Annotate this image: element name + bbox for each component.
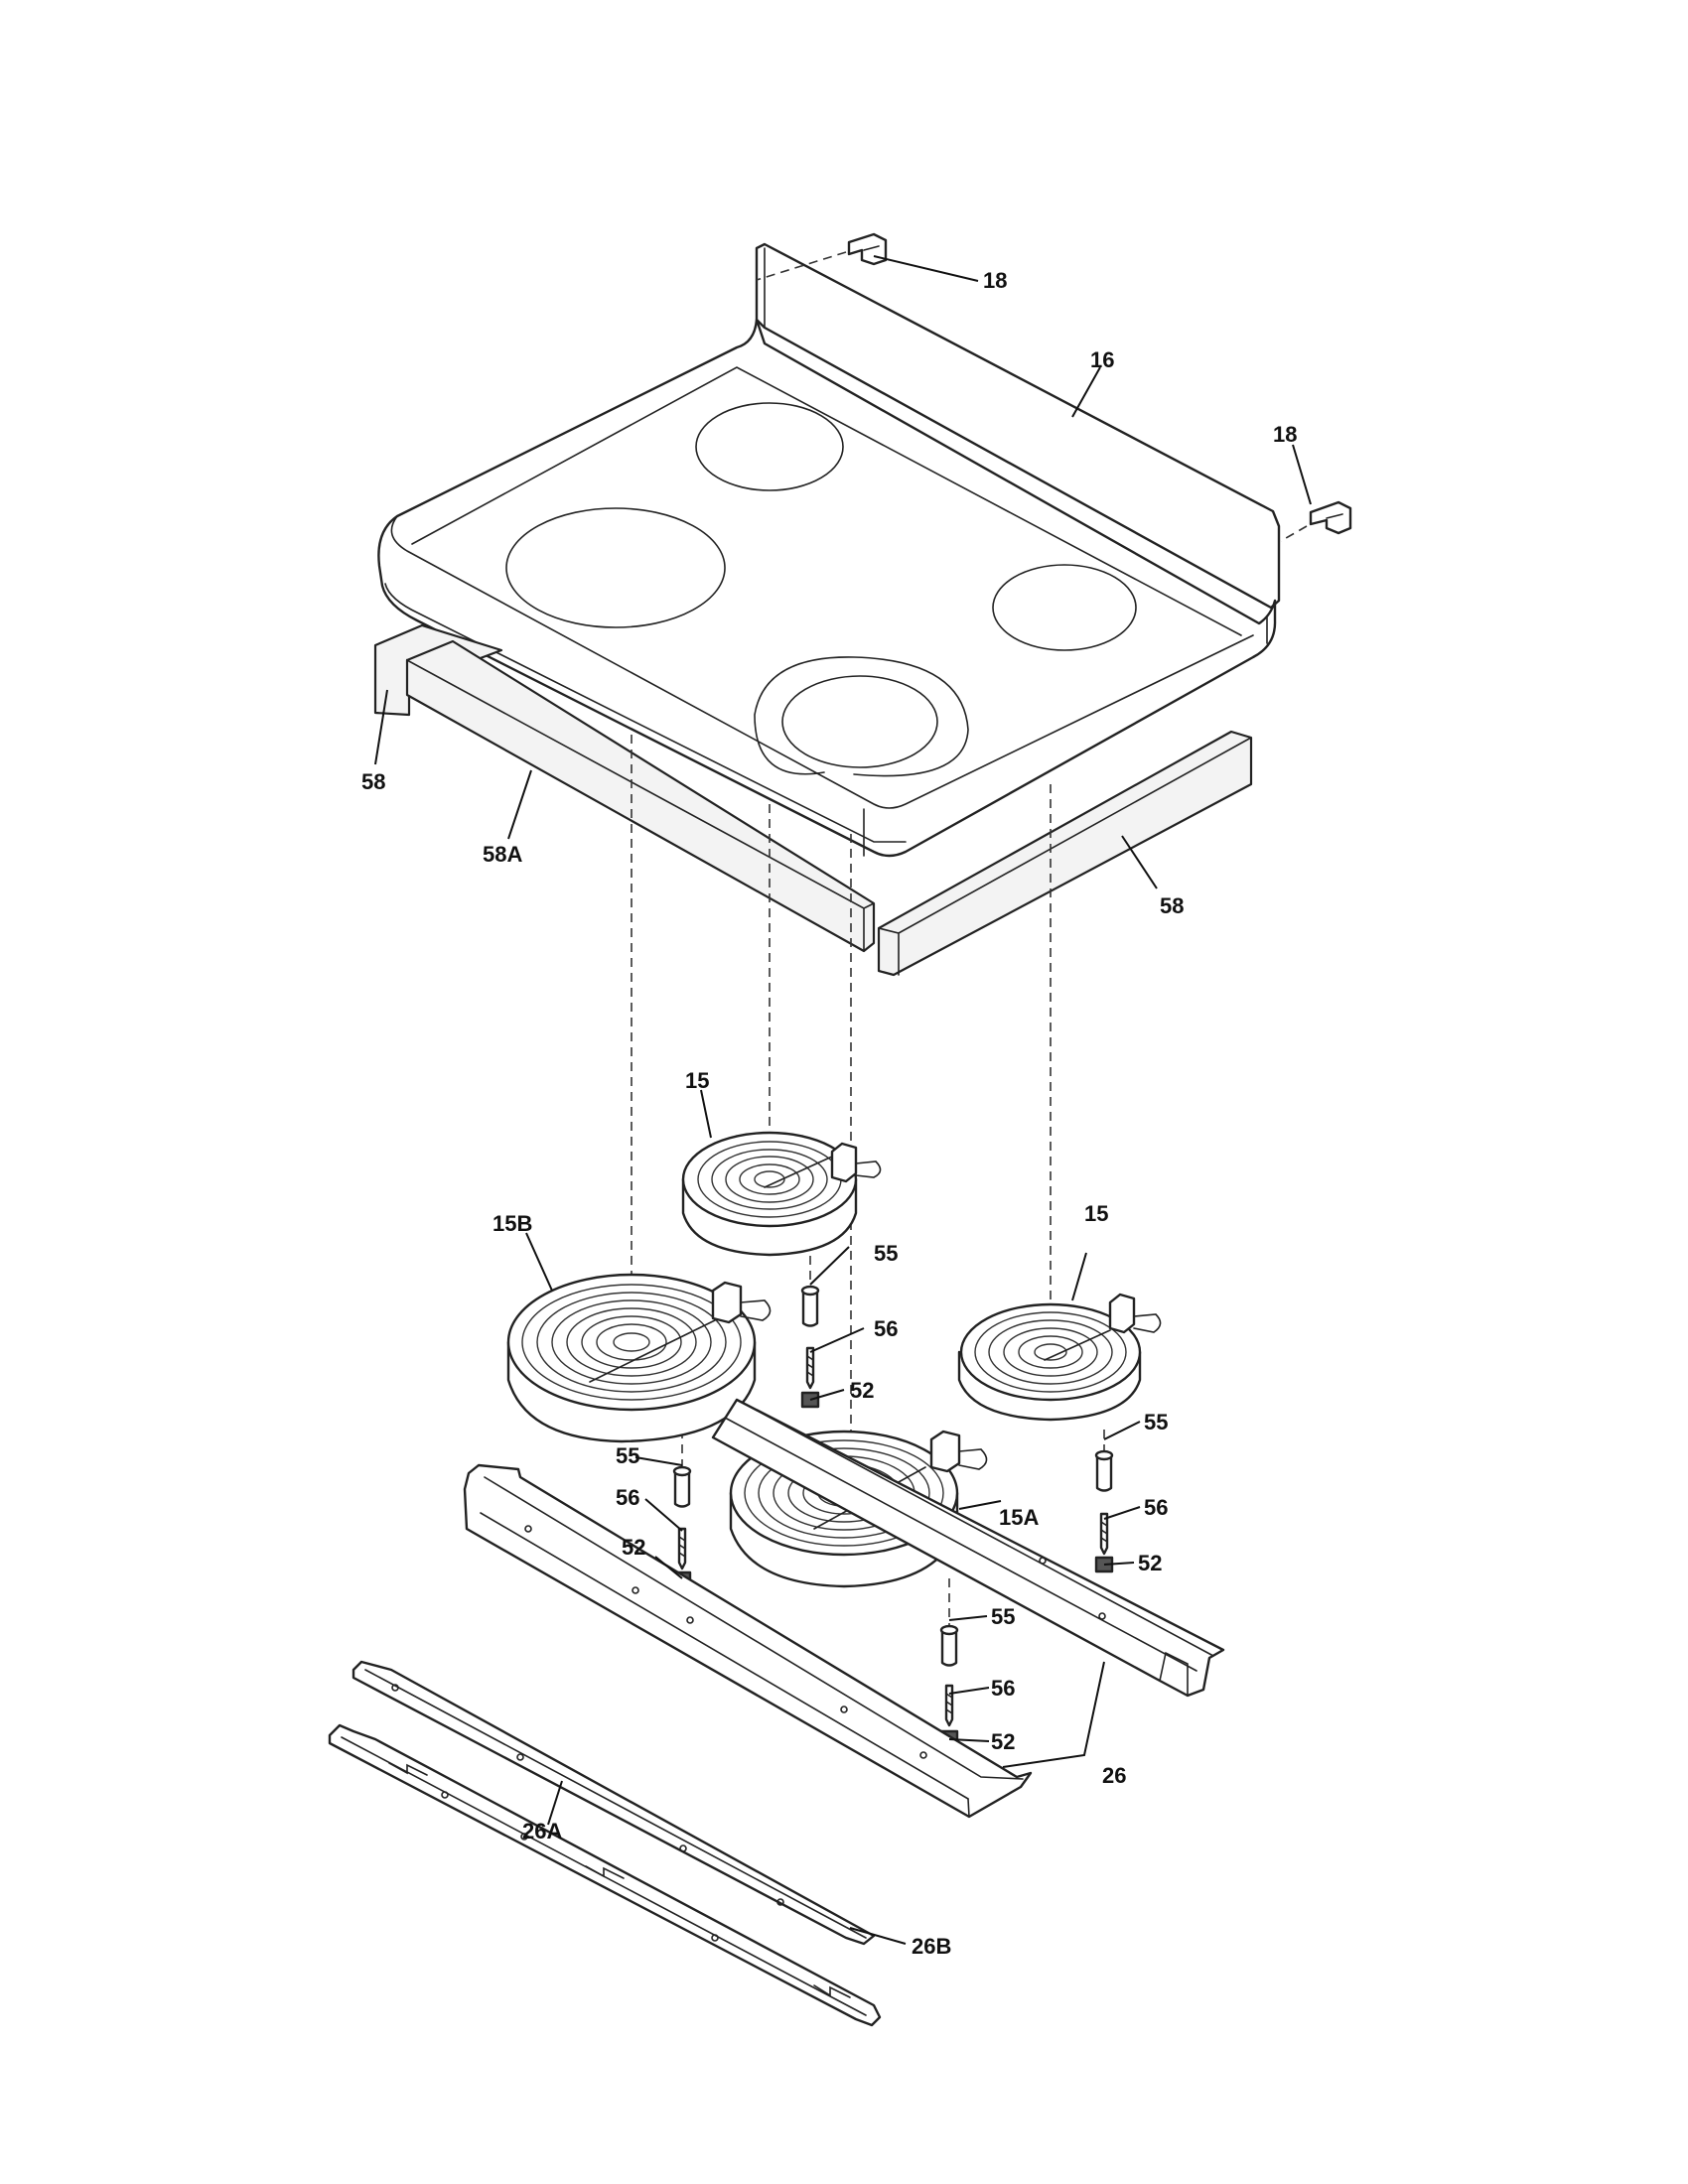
callout-55-b: 55: [616, 1443, 639, 1468]
callout-18-right: 18: [1273, 422, 1297, 447]
callout-56-b: 56: [616, 1485, 639, 1510]
callout-15B: 15B: [492, 1211, 532, 1236]
glass-burner-front-left: [505, 507, 726, 628]
hardware-set-a: [800, 1285, 820, 1409]
insulation-strips: [373, 623, 1253, 977]
callout-52-a: 52: [850, 1378, 874, 1403]
screw-56: [677, 1527, 687, 1570]
callout-55-d: 55: [991, 1604, 1015, 1629]
callout-labels: 18 16 18 58 58A 58 15 15B 55 56 52 15 55…: [361, 268, 1297, 1959]
callout-56-c: 56: [1144, 1495, 1168, 1520]
glass-burner-front-center-outer: [754, 656, 969, 777]
hardware-set-c: [1094, 1449, 1114, 1573]
screw-56: [805, 1346, 815, 1390]
cooktop-backguard: [755, 242, 1281, 610]
callout-55-a: 55: [874, 1241, 898, 1266]
callout-26A: 26A: [522, 1819, 562, 1843]
callout-26: 26: [1102, 1763, 1126, 1788]
callout-18-rear: 18: [983, 268, 1007, 293]
glass-burner-front-center-inner: [781, 675, 938, 768]
element-front-left-15B: [506, 1273, 772, 1443]
support-bracket-26A: [328, 1723, 882, 2027]
callout-56-d: 56: [991, 1676, 1015, 1701]
glass-burner-rear-left: [695, 402, 844, 491]
hold-down-bracket-right: [1309, 500, 1352, 535]
callout-52-c: 52: [1138, 1551, 1162, 1575]
spacer-55: [940, 1628, 958, 1667]
spacer-55: [1095, 1453, 1113, 1492]
screw-56: [1099, 1512, 1109, 1556]
hardware-set-d: [939, 1624, 959, 1747]
element-rear-right-15: [957, 1293, 1162, 1422]
support-bracket-26B: [352, 1660, 876, 1946]
insulation-strip-right-58: [877, 730, 1253, 977]
callout-52-b: 52: [622, 1535, 645, 1560]
callout-58-right: 58: [1160, 893, 1184, 918]
callout-55-c: 55: [1144, 1410, 1168, 1434]
leader-lines: [374, 255, 1312, 1945]
callout-56-a: 56: [874, 1316, 898, 1341]
cooktop-top-assembly: [377, 232, 1352, 858]
glass-burner-rear-right: [992, 564, 1137, 651]
element-rear-left-15: [681, 1131, 882, 1257]
element-support-rear-26: [711, 1398, 1225, 1698]
spacer-55: [801, 1289, 819, 1327]
callout-52-d: 52: [991, 1729, 1015, 1754]
callout-26B: 26B: [912, 1934, 951, 1959]
callout-16: 16: [1090, 347, 1114, 372]
element-support-front-26: [463, 1463, 1106, 1819]
spacer-55: [673, 1469, 691, 1508]
hold-down-bracket-rear: [847, 232, 888, 266]
callout-58A: 58A: [483, 842, 522, 867]
callout-15-rear-right: 15: [1084, 1201, 1108, 1226]
screw-56: [944, 1684, 954, 1727]
callout-15-rear-left: 15: [685, 1068, 709, 1093]
callout-15A: 15A: [999, 1505, 1039, 1530]
callout-58-left: 58: [361, 769, 385, 794]
